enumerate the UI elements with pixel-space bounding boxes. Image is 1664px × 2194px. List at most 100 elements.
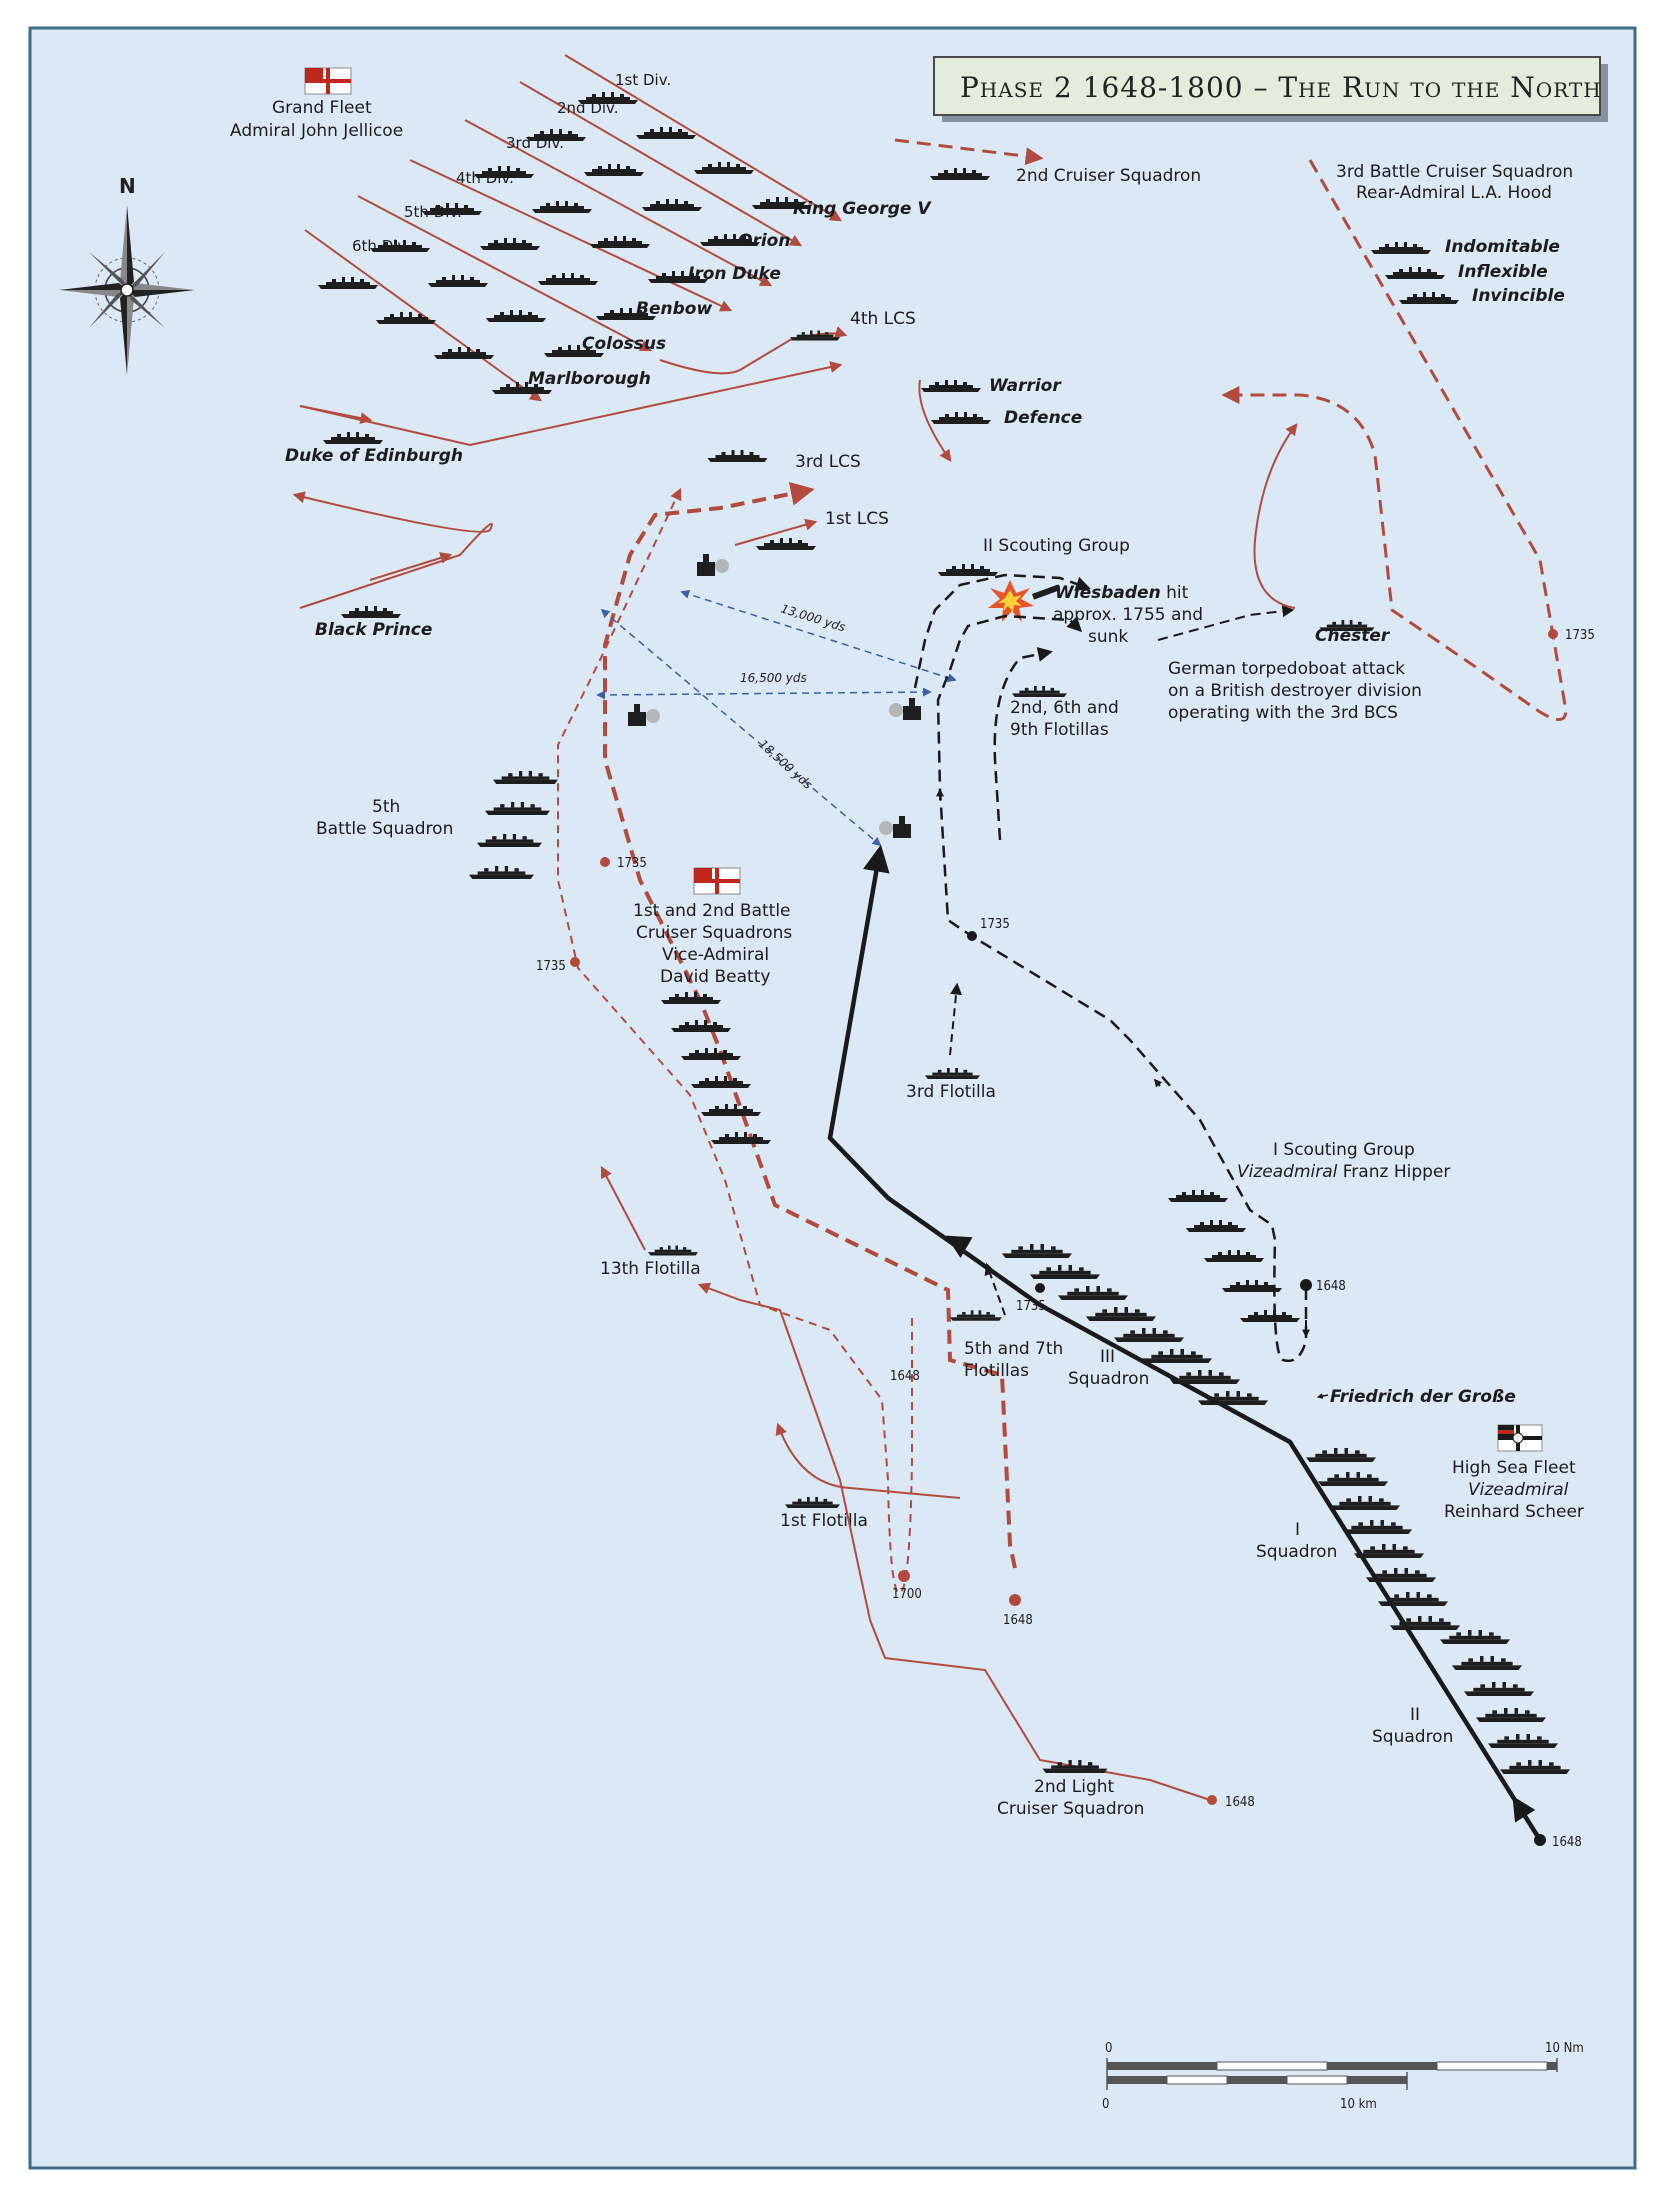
- distance-16500: 16,500 yds: [740, 671, 807, 685]
- beatty-line2: Cruiser Squadrons: [636, 923, 792, 943]
- grand-fleet-line2: Admiral John Jellicoe: [230, 121, 403, 141]
- sg1-name: Franz Hipper: [1337, 1162, 1450, 1182]
- defence-label: Defence: [1004, 408, 1082, 428]
- sq3-line2: Squadron: [1068, 1369, 1149, 1389]
- cruiser2-label: 2nd Cruiser Squadron: [1016, 166, 1201, 186]
- hsf-start-dot: [1534, 1834, 1546, 1846]
- flagship-benbow: Benbow: [636, 299, 712, 319]
- hipper-1648-dot: [1300, 1279, 1312, 1291]
- bs5-time-1700: 1700: [892, 1587, 922, 1602]
- hipper-1735-dot: [967, 931, 977, 941]
- hsf-line2: Vizeadmiral: [1468, 1480, 1569, 1500]
- bcs3-time-dot: [1548, 629, 1558, 639]
- lcs2-time-1648: 1648: [1225, 1795, 1255, 1810]
- flot-5-7-track: [984, 1262, 1006, 1316]
- scale-nm-label: 10 Nm: [1545, 2041, 1584, 2056]
- sg2-label: II Scouting Group: [983, 536, 1130, 556]
- sq3-line1: III: [1100, 1347, 1115, 1367]
- beatty-flag-icon: [693, 867, 741, 895]
- scale-zero-bottom: 0: [1102, 2097, 1109, 2112]
- black-prince-label: Black Prince: [315, 620, 432, 640]
- lcs2-line2: Cruiser Squadron: [997, 1799, 1144, 1819]
- explosion-icon: [988, 580, 1061, 622]
- sg2-track: [913, 573, 1091, 689]
- bcs3-ship-indomitable: Indomitable: [1445, 237, 1560, 257]
- torpedo-line2: on a British destroyer division: [1168, 681, 1422, 701]
- bs5-line2: Battle Squadron: [316, 819, 453, 839]
- flot3-track: [949, 982, 963, 1056]
- bcs3-ship-inflexible: Inflexible: [1458, 262, 1548, 282]
- bs5-time-1735: 1735: [536, 959, 566, 974]
- scale-zero-top: 0: [1105, 2041, 1112, 2056]
- bcs3-track: [1221, 159, 1568, 721]
- flot3-label: 3rd Flotilla: [906, 1082, 996, 1102]
- bcs3-ship-invincible: Invincible: [1472, 286, 1565, 306]
- wiesbaden-name: Wiesbaden hit: [1055, 583, 1189, 603]
- map-title: Phase 2 1648-1800 – The Run to the North: [960, 71, 1602, 104]
- sg1-line2: Vizeadmiral Franz Hipper: [1237, 1162, 1450, 1182]
- flagship-colossus: Colossus: [582, 334, 666, 354]
- hsf-time-1648: 1648: [1552, 1835, 1582, 1850]
- flot13-track: [600, 1165, 646, 1251]
- hipper-time-1735: 1735: [980, 917, 1010, 932]
- range-lines: [596, 589, 957, 847]
- sq2-line1: II: [1410, 1705, 1420, 1725]
- flot-2-6-9-track: [993, 646, 1053, 841]
- firing-ship-icon-3: [889, 698, 921, 720]
- sg1-line1: I Scouting Group: [1273, 1140, 1415, 1160]
- flot13-label: 13th Flotilla: [600, 1259, 701, 1279]
- lcs3-label: 3rd LCS: [795, 452, 861, 472]
- beatty-start-dot: [1009, 1594, 1021, 1606]
- firing-ship-icon-1: [697, 554, 729, 576]
- lcs2-time-dot: [1207, 1795, 1217, 1805]
- wiesbaden-rest: hit: [1161, 583, 1189, 603]
- hipper-track: [936, 614, 1308, 1363]
- flagship-orion: Orion: [738, 231, 790, 251]
- sea: [28, 26, 1637, 2170]
- beatty-1735-dot: [600, 857, 610, 867]
- flagship-iron-duke: Iron Duke: [688, 264, 781, 284]
- chester-label: Chester: [1315, 626, 1391, 646]
- warrior-defence-track: [918, 379, 952, 462]
- duke-track: [299, 361, 843, 447]
- bcs3-line2: Rear-Admiral L.A. Hood: [1356, 183, 1552, 203]
- hipper-time-1648: 1648: [1316, 1279, 1346, 1294]
- firing-ship-icon-4: [879, 816, 911, 838]
- black-prince-track: [292, 491, 493, 609]
- grand-fleet-line1: Grand Fleet: [272, 98, 372, 118]
- flot1-track: [775, 1422, 961, 1499]
- sq2-line2: Squadron: [1372, 1727, 1453, 1747]
- flot1-label: 1st Flotilla: [780, 1511, 868, 1531]
- div-label-1: 1st Div.: [615, 71, 671, 89]
- fdg-label: Friedrich der Große: [1330, 1387, 1516, 1407]
- beatty-time-1648: 1648: [1003, 1613, 1033, 1628]
- bcs3-time-1735: 1735: [1565, 628, 1595, 643]
- flot-5-7-line2: Flotillas: [964, 1361, 1029, 1381]
- flagship-marlborough: Marlborough: [528, 369, 651, 389]
- beatty-line4: David Beatty: [660, 967, 770, 987]
- sq1-line1: I: [1295, 1520, 1300, 1540]
- bs5-line1: 5th: [372, 797, 400, 817]
- flot-2-6-9-line1: 2nd, 6th and: [1010, 698, 1119, 718]
- bs5-track: [557, 487, 913, 1594]
- hsf-line1: High Sea Fleet: [1452, 1458, 1576, 1478]
- bs5-1735-dot: [570, 957, 580, 967]
- bs5-1700-dot: [898, 1570, 910, 1582]
- cruiser2-track: [894, 138, 1044, 166]
- beatty-time-1735: 1735: [617, 856, 647, 871]
- torpedo-line1: German torpedoboat attack: [1168, 659, 1405, 679]
- flot-2-6-9-line2: 9th Flotillas: [1010, 720, 1109, 740]
- lcs4-track: [659, 326, 848, 375]
- sg1-rank: Vizeadmiral: [1237, 1162, 1338, 1182]
- grand-fleet-tracks: [304, 54, 843, 402]
- lcs2-line1: 2nd Light: [1034, 1777, 1115, 1797]
- sq1-line2: Squadron: [1256, 1542, 1337, 1562]
- compass-north-label: N: [119, 174, 136, 198]
- compass-rose-icon: N: [59, 174, 195, 375]
- bs5-time-1648: 1648: [890, 1369, 920, 1384]
- warrior-label: Warrior: [989, 376, 1062, 396]
- german-ensign-flag-icon: [1497, 1424, 1543, 1452]
- duke-label: Duke of Edinburgh: [285, 446, 463, 466]
- flot-5-7-line1: 5th and 7th: [964, 1339, 1063, 1359]
